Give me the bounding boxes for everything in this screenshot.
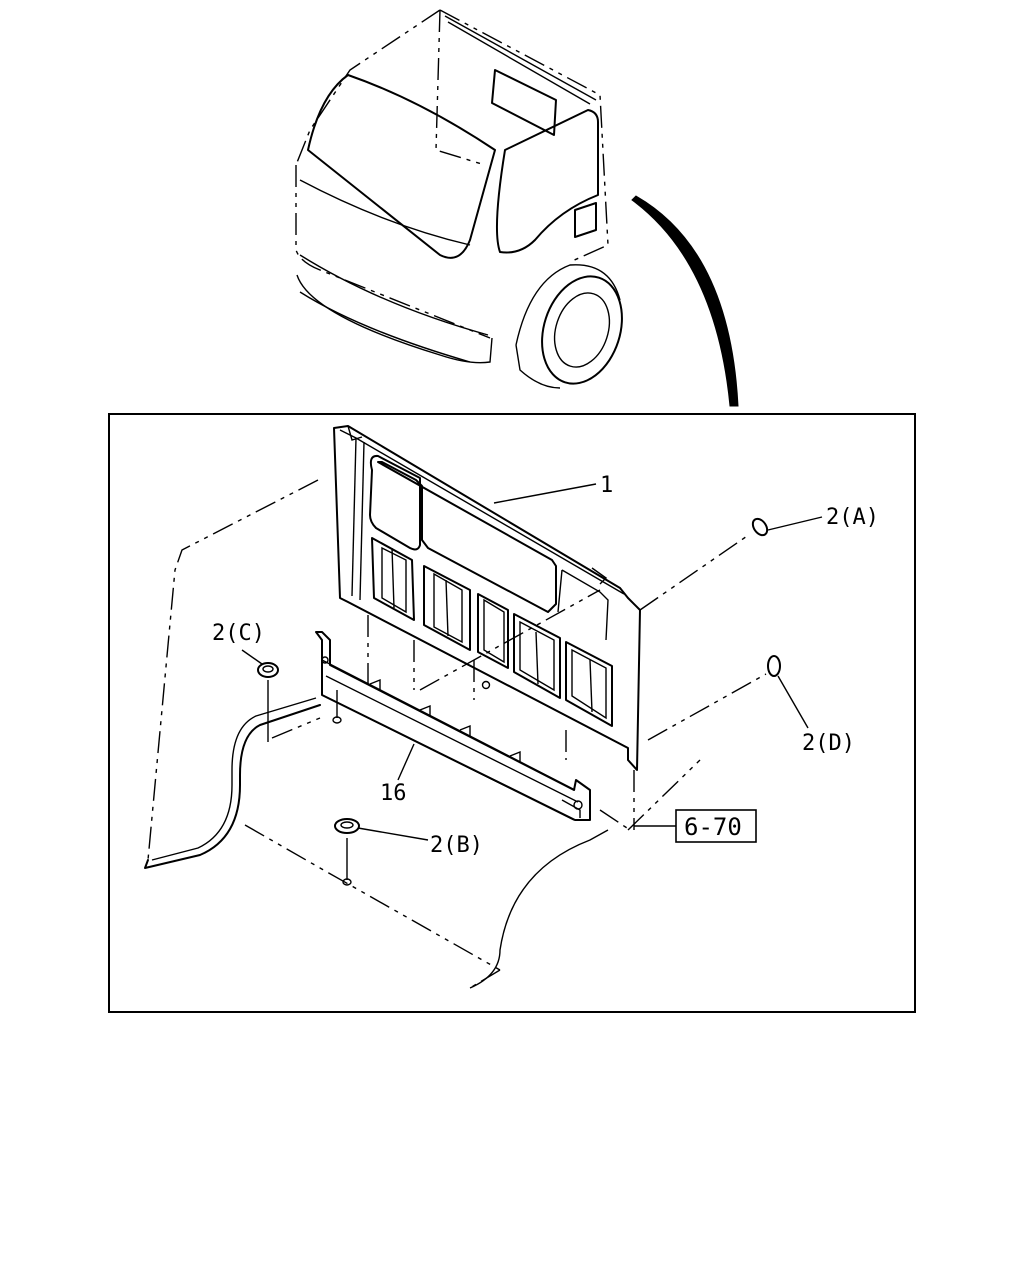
reference-box-label: 6-70 <box>684 813 742 841</box>
callout-part-2b: 2(B) <box>430 833 483 858</box>
callout-part-2a: 2(A) <box>826 505 879 530</box>
cab-phantom-outline <box>144 479 701 989</box>
callout-part-2c: 2(C) <box>212 621 265 646</box>
callout-part-1: 1 <box>600 473 613 498</box>
grommet-2a <box>751 516 823 537</box>
reinforcement-bar-part-16 <box>315 631 591 821</box>
callout-part-16: 16 <box>380 781 407 806</box>
back-panel-part-1 <box>333 425 767 830</box>
truck-cab-overview <box>295 9 739 407</box>
detail-frame <box>108 413 916 1013</box>
grommet-2d <box>767 655 809 729</box>
grommet-2b <box>334 818 429 886</box>
reference-box: 6-70 <box>675 809 757 843</box>
callout-part-2d: 2(D) <box>802 731 855 756</box>
grommet-2c <box>241 649 342 742</box>
